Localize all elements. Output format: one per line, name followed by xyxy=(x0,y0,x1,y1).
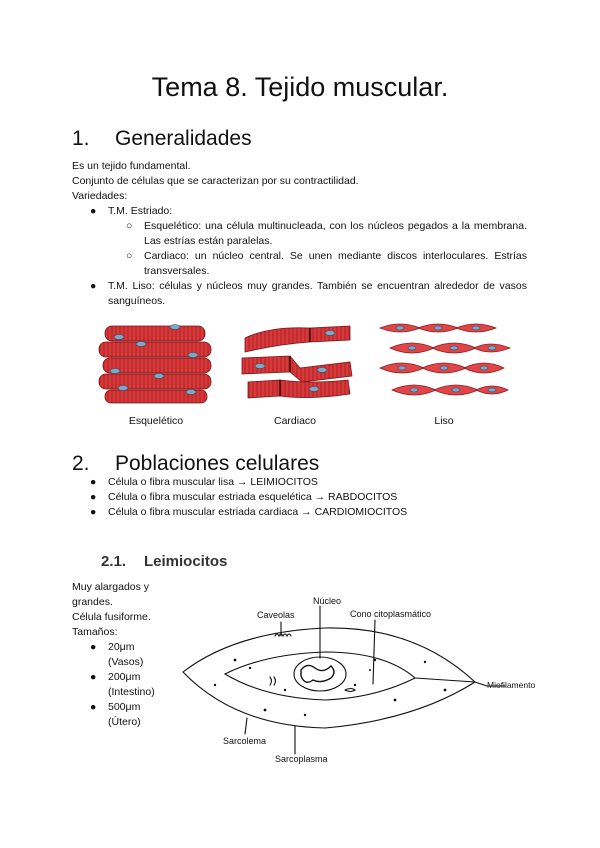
label-sarcoplasma: Sarcoplasma xyxy=(275,754,328,764)
paragraph-line: Célula fusiforme. xyxy=(72,611,151,623)
cell-membrane xyxy=(182,627,476,729)
list-item: ●Célula o fibra muscular estriada esquel… xyxy=(90,491,398,503)
paragraph-line: Es un tejido fundamental. xyxy=(72,160,191,172)
list-item: ●Célula o fibra muscular lisa → LEIMIOCI… xyxy=(90,476,318,488)
label-cono: Cono citoplasmático xyxy=(350,609,431,619)
section-heading-poblaciones: 2. Poblaciones celulares xyxy=(72,452,319,476)
page-title: Tema 8. Tejido muscular. xyxy=(151,72,449,102)
paragraph-line: Tamaños: xyxy=(72,626,118,638)
list-item-text: Célula o fibra muscular estriada cardiac… xyxy=(108,506,408,518)
list-item: ●T.M. Estriado: xyxy=(90,205,173,217)
subsection-number: 2.1. xyxy=(101,553,127,570)
list-item: ●Célula o fibra muscular estriada cardia… xyxy=(90,506,408,518)
leiomyocyte-diagram: Caveolas Núcleo Cono citoplasmático Miof… xyxy=(182,596,535,764)
section-title: Poblaciones celulares xyxy=(115,452,320,475)
section-heading-generalidades: 1. Generalidades xyxy=(72,127,252,151)
label-nucleo: Núcleo xyxy=(313,596,341,606)
list-item-text: Célula o fibra muscular estriada esquelé… xyxy=(108,491,398,503)
label-sarcolema: Sarcolema xyxy=(223,736,266,746)
paragraph-line: Muy alargados y xyxy=(72,581,150,593)
cardiac-muscle-image xyxy=(241,325,353,399)
paragraph-line: Conjunto de células que se caracterizan … xyxy=(72,175,359,187)
size-note: (Útero) xyxy=(108,716,141,728)
figure-caption: Esquelético xyxy=(128,415,184,427)
paragraph-line: grandes. xyxy=(72,596,113,608)
size-value: 500μm xyxy=(108,701,141,713)
nucleus-shape xyxy=(293,656,347,692)
list-item-text: Cardiaco: un núcleo central. Se unen med… xyxy=(144,250,527,277)
list-item: ○Esquelético: una célula multinucleada, … xyxy=(126,220,527,247)
label-miofilamento: Miofilamento xyxy=(487,680,535,690)
figure-caption: Cardiaco xyxy=(273,415,317,427)
muscle-types-illustration xyxy=(98,323,511,404)
list-item: ●20μm(Vasos) xyxy=(90,641,144,668)
list-item: ○Cardiaco: un núcleo central. Se unen me… xyxy=(126,250,527,277)
size-value: 200μm xyxy=(108,671,141,683)
section-number: 1. xyxy=(72,127,90,150)
list-item: ●T.M. Liso: células y núcleos muy grande… xyxy=(90,280,527,307)
size-value: 20μm xyxy=(108,641,135,653)
subsection-title: Leimiocitos xyxy=(144,553,228,570)
section-number: 2. xyxy=(72,452,90,475)
list-item: ●200μm(Intestino) xyxy=(90,671,155,698)
skeletal-muscle-image xyxy=(98,324,212,404)
size-note: (Vasos) xyxy=(108,656,144,668)
cytoplasmic-cone xyxy=(223,651,416,701)
subsection-heading-leimiocitos: 2.1. Leimiocitos xyxy=(101,553,227,570)
list-item-text: T.M. Liso: células y núcleos muy grandes… xyxy=(108,280,527,307)
label-caveolas: Caveolas xyxy=(257,610,295,620)
list-item-text: Esquelético: una célula multinucleada, c… xyxy=(144,220,527,247)
figure-caption: Liso xyxy=(434,415,454,427)
size-note: (Intestino) xyxy=(108,686,155,698)
smooth-muscle-image xyxy=(379,323,511,396)
list-item-text: Célula o fibra muscular lisa → LEIMIOCIT… xyxy=(108,476,318,488)
paragraph-line: Variedades: xyxy=(72,190,128,202)
list-item: ●500μm(Útero) xyxy=(90,701,141,728)
list-item-text: T.M. Estriado: xyxy=(108,205,173,217)
section-title: Generalidades xyxy=(115,127,252,150)
